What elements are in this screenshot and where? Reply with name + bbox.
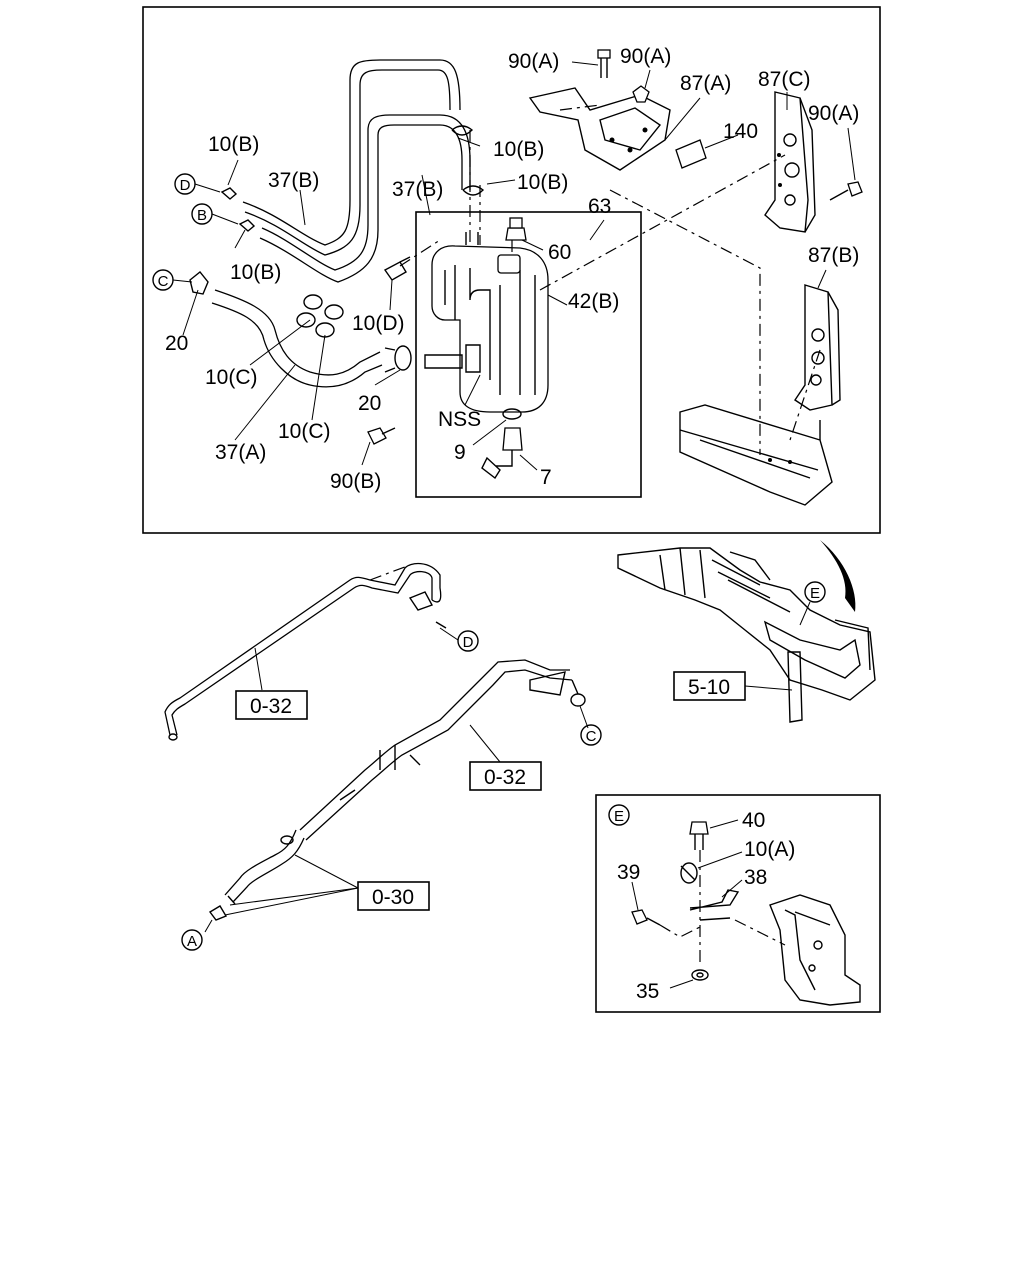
- label-37a: 37(A): [215, 441, 266, 464]
- ref-box-0-32-lower: 0-32: [469, 761, 542, 791]
- hose-37b-upper: [242, 59, 461, 256]
- label-20-right: 20: [358, 392, 381, 415]
- bracket-87b: [794, 284, 841, 411]
- pipe-upper-0-32: [164, 562, 447, 741]
- svg-text:B: B: [197, 207, 207, 224]
- rubber-140: [675, 139, 707, 169]
- sensor-7: [481, 408, 523, 480]
- callout-a-middle: A: [181, 929, 203, 951]
- label-10a: 10(A): [744, 838, 795, 861]
- label-20-left: 20: [165, 332, 188, 355]
- bracket-87a: [528, 87, 671, 171]
- bolt-90b: [367, 427, 396, 445]
- label-10b-3: 10(B): [517, 171, 568, 194]
- callout-e-detail: E: [608, 804, 630, 826]
- hose-0-30: [208, 829, 305, 921]
- ref-box-0-30: 0-30: [357, 881, 430, 911]
- callout-c-top: C: [152, 269, 193, 291]
- label-39: 39: [617, 861, 640, 884]
- ref-box-0-32-upper: 0-32: [235, 690, 308, 720]
- detail-e-parts: [631, 821, 861, 1006]
- label-87b: 87(B): [808, 244, 859, 267]
- label-63: 63: [588, 195, 611, 218]
- leader-lines-top: [182, 61, 856, 471]
- label-37b-1: 37(B): [268, 169, 319, 192]
- label-90a-3: 90(A): [808, 102, 859, 125]
- leader-lines-middle: [204, 627, 589, 933]
- detail-e-frame: [595, 794, 881, 1013]
- svg-text:E: E: [614, 808, 624, 825]
- label-38: 38: [744, 866, 767, 889]
- svg-text:D: D: [180, 177, 191, 194]
- label-10b-2: 10(B): [493, 138, 544, 161]
- pipe-lower-0-32: [299, 659, 586, 841]
- reservoir-tank: [424, 232, 549, 413]
- clamp-20-right: [384, 345, 412, 373]
- label-35: 35: [636, 980, 659, 1003]
- callout-d-middle: D: [457, 630, 479, 652]
- label-10b-4: 10(B): [230, 261, 281, 284]
- svg-text:C: C: [158, 273, 169, 290]
- clamp-10b-small: [220, 125, 485, 232]
- label-7: 7: [540, 466, 552, 489]
- hose-37b-lower: [259, 114, 471, 283]
- top-panel-frame: [142, 6, 881, 534]
- label-87c: 87(C): [758, 68, 811, 91]
- label-10d: 10(D): [352, 312, 405, 335]
- svg-text:5-10: 5-10: [688, 676, 730, 699]
- label-87a: 87(A): [680, 72, 731, 95]
- svg-text:0-30: 0-30: [372, 886, 414, 909]
- label-40: 40: [742, 809, 765, 832]
- callout-e-chassis: E: [799, 581, 826, 626]
- cap-60: [505, 217, 527, 241]
- bolt-90a-right: [829, 181, 863, 201]
- frame-rail-top: [679, 404, 833, 506]
- bolt-90a-top: [597, 49, 650, 103]
- callout-c-middle: C: [580, 724, 602, 746]
- callout-d-top: D: [174, 173, 221, 195]
- label-90a-1: 90(A): [508, 50, 559, 73]
- bracket-87c: [764, 91, 816, 233]
- label-10b-1: 10(B): [208, 133, 259, 156]
- svg-text:A: A: [187, 933, 197, 950]
- clamp-10c-pair: [296, 294, 344, 338]
- connector-10d: [383, 256, 411, 281]
- ref-box-5-10: 5-10: [673, 671, 793, 701]
- svg-text:D: D: [463, 634, 474, 651]
- label-90a-2: 90(A): [620, 45, 671, 68]
- svg-text:0-32: 0-32: [484, 766, 526, 789]
- label-nss: NSS: [438, 408, 481, 431]
- label-10c-1: 10(C): [205, 366, 258, 389]
- label-42b: 42(B): [568, 290, 619, 313]
- label-37b-2: 37(B): [392, 178, 443, 201]
- label-140: 140: [723, 120, 758, 143]
- leader-lines-detail: [631, 819, 743, 989]
- label-60: 60: [548, 241, 571, 264]
- hose-37a: [211, 289, 383, 388]
- svg-text:C: C: [586, 728, 597, 745]
- svg-text:0-32: 0-32: [250, 695, 292, 718]
- callout-b-top: B: [191, 203, 239, 225]
- label-90b: 90(B): [330, 470, 381, 493]
- clamp-20-left: [189, 271, 209, 295]
- label-10c-2: 10(C): [278, 420, 331, 443]
- svg-text:E: E: [810, 585, 820, 602]
- dash-leaders-top: [399, 104, 821, 455]
- label-9: 9: [454, 441, 466, 464]
- chassis-view: [617, 540, 876, 723]
- tank-subassembly-frame: [415, 211, 642, 498]
